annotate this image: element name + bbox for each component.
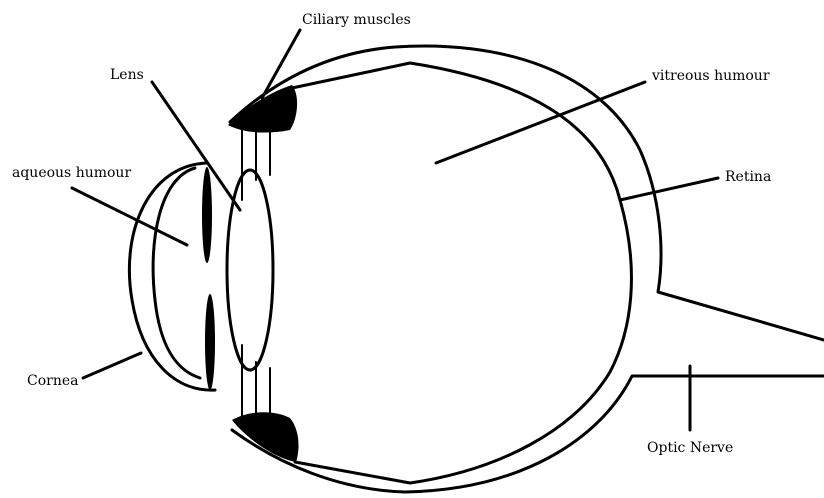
sclera-outline (230, 46, 824, 340)
iris-lower (205, 294, 215, 390)
optic-nerve-label: Optic Nerve (647, 440, 733, 456)
cornea-label: Cornea (27, 373, 78, 389)
cornea-inner (153, 168, 200, 378)
retina-leader (620, 178, 718, 200)
sclera-outline-lower (232, 376, 824, 492)
lens-label: Lens (110, 67, 144, 83)
retina-label: Retina (725, 169, 771, 185)
aqueous-humour-label: aqueous humour (12, 165, 131, 181)
ciliary-muscle-upper (228, 85, 297, 133)
vitreous-humour-label: vitreous humour (651, 68, 770, 84)
lens-leader (152, 82, 240, 210)
cornea-leader (83, 353, 141, 378)
iris-upper (202, 167, 212, 263)
retina-line (292, 63, 631, 483)
aqueous-humour-leader (72, 188, 187, 245)
ciliary-muscles-label: Ciliary muscles (302, 12, 411, 28)
vitreous-humour-leader (436, 82, 645, 163)
